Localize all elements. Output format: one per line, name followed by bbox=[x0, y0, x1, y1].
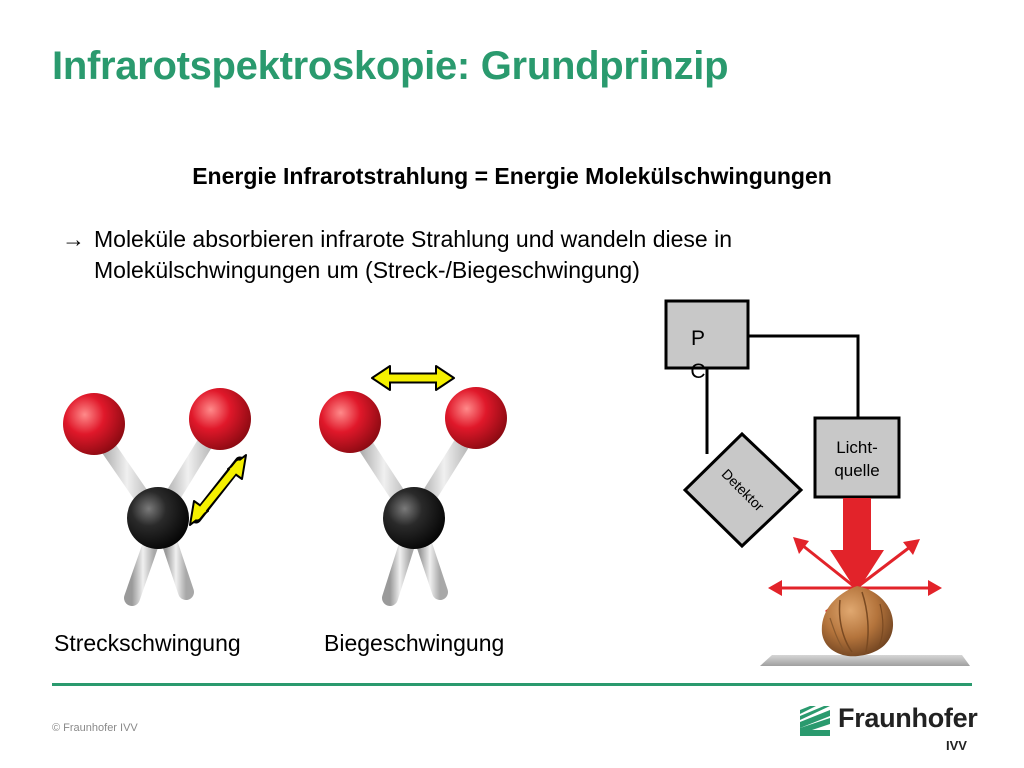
energy-heading: Energie Infrarotstrahlung = Energie Mole… bbox=[192, 163, 832, 189]
incident-beam-arrow-icon bbox=[830, 498, 884, 592]
pc-label-line2: C bbox=[690, 360, 705, 383]
stretch-molecule bbox=[63, 388, 251, 606]
copyright-text: © Fraunhofer IVV bbox=[52, 722, 138, 734]
ir-setup-schematic: P C Detektor Licht- quelle bbox=[664, 299, 970, 666]
carbon-atom bbox=[383, 487, 445, 549]
cable-pc-lightsource bbox=[748, 334, 860, 418]
oxygen-atom bbox=[63, 393, 125, 455]
sample-surface bbox=[760, 655, 970, 666]
bullet-text: Moleküle absorbieren infrarote Strahlung… bbox=[94, 226, 733, 283]
ray-line bbox=[801, 543, 857, 590]
carbon-atom bbox=[127, 487, 189, 549]
right-arrow-icon: → bbox=[62, 226, 85, 252]
nut-sample-icon bbox=[821, 586, 894, 657]
detector-box bbox=[682, 431, 804, 549]
pc-label-line1: P bbox=[691, 327, 705, 350]
bend-vibration-label: Biegeschwingung bbox=[324, 630, 505, 656]
pc-box bbox=[664, 299, 750, 370]
ray-arrow-icon bbox=[903, 539, 920, 555]
ray-arrow-icon bbox=[793, 537, 809, 554]
stretch-vibration-label: Streckschwingung bbox=[54, 630, 241, 656]
fraunhofer-logo-icon bbox=[800, 706, 830, 736]
oxygen-atom bbox=[319, 391, 381, 453]
footer-divider bbox=[52, 683, 972, 686]
light-source-label-line1: Licht- bbox=[836, 438, 878, 457]
oxygen-atom bbox=[445, 387, 507, 449]
fraunhofer-logo-text: Fraunhofer bbox=[838, 703, 978, 733]
light-source-label-line2: quelle bbox=[834, 461, 879, 480]
ray-arrow-icon bbox=[928, 580, 942, 596]
oxygen-atom bbox=[189, 388, 251, 450]
ray-arrow-icon bbox=[768, 580, 782, 596]
light-source-box bbox=[813, 416, 901, 499]
bend-molecule bbox=[319, 365, 507, 606]
institute-name: IVV bbox=[946, 738, 967, 753]
slide-title: Infrarotspektroskopie: Grundprinzip bbox=[52, 44, 729, 88]
stretch-arrow-icon bbox=[193, 460, 243, 520]
ray-line bbox=[855, 545, 911, 590]
